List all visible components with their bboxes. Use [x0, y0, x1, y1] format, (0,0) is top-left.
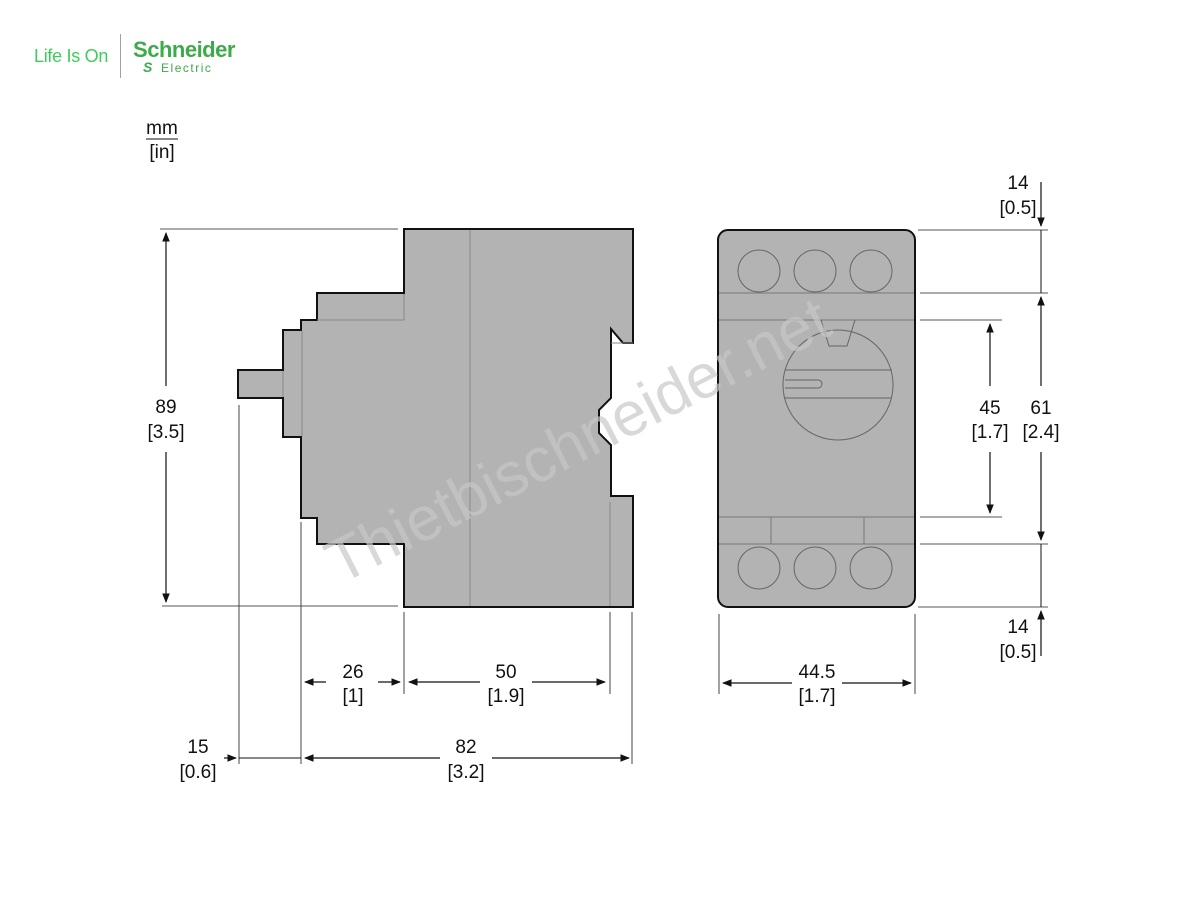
dial-pointer-icon — [820, 319, 856, 347]
total-depth-mm: 82 — [455, 737, 476, 758]
top-terminal-mm: 14 — [1007, 173, 1029, 194]
bottom-terminal-in: [0.5] — [1000, 642, 1037, 663]
unit-primary: mm — [146, 118, 178, 139]
terminal-screw-icon — [849, 546, 893, 590]
height-in: [3.5] — [148, 422, 185, 443]
depth-front-mm: 26 — [342, 662, 363, 683]
terminal-screw-icon — [849, 249, 893, 293]
brand-sub: S Electric — [143, 60, 235, 75]
top-terminal-in: [0.5] — [1000, 198, 1037, 219]
terminal-screw-icon — [793, 546, 837, 590]
width-mm: 44.5 — [799, 662, 836, 683]
schneider-mark-icon: S — [143, 58, 154, 75]
tagline: Life Is On — [34, 45, 109, 66]
brand-wordmark: Schneider S Electric — [133, 36, 235, 75]
depth-rear-in: [1.9] — [488, 686, 525, 707]
brand-sub-text: Electric — [161, 60, 213, 75]
mid-zone-mm: 61 — [1030, 398, 1051, 419]
logo-divider — [120, 34, 122, 78]
terminal-screw-icon — [737, 249, 781, 293]
adjustment-dial-icon — [782, 329, 894, 441]
brand-logo: Life Is On Schneider S Electric — [34, 34, 235, 78]
total-depth-in: [3.2] — [448, 762, 485, 783]
side-body — [237, 228, 634, 608]
knob-in: [0.6] — [180, 762, 217, 783]
unit-legend: mm [in] — [146, 118, 178, 163]
dial-zone-mm: 45 — [979, 398, 1000, 419]
width-in: [1.7] — [799, 686, 836, 707]
terminal-screw-icon — [737, 546, 781, 590]
bottom-terminal-mm: 14 — [1007, 617, 1029, 638]
dial-zone-in: [1.7] — [972, 422, 1009, 443]
terminal-screw-icon — [793, 249, 837, 293]
mid-zone-in: [2.4] — [1023, 422, 1060, 443]
depth-rear-mm: 50 — [495, 662, 516, 683]
brand-name: Schneider — [133, 36, 235, 62]
height-mm: 89 — [155, 397, 176, 418]
knob-mm: 15 — [187, 737, 208, 758]
front-body — [717, 229, 916, 608]
side-view: 89 [3.5] 26 [1] 50 [1.9] 15 [0.6] 82 [3.… — [148, 228, 634, 783]
unit-secondary: [in] — [149, 142, 174, 163]
depth-front-in: [1] — [342, 686, 363, 707]
front-view: 14 [0.5] 61 [2.4] 45 [1.7] 14 [0.5] 44.5… — [717, 173, 1060, 707]
